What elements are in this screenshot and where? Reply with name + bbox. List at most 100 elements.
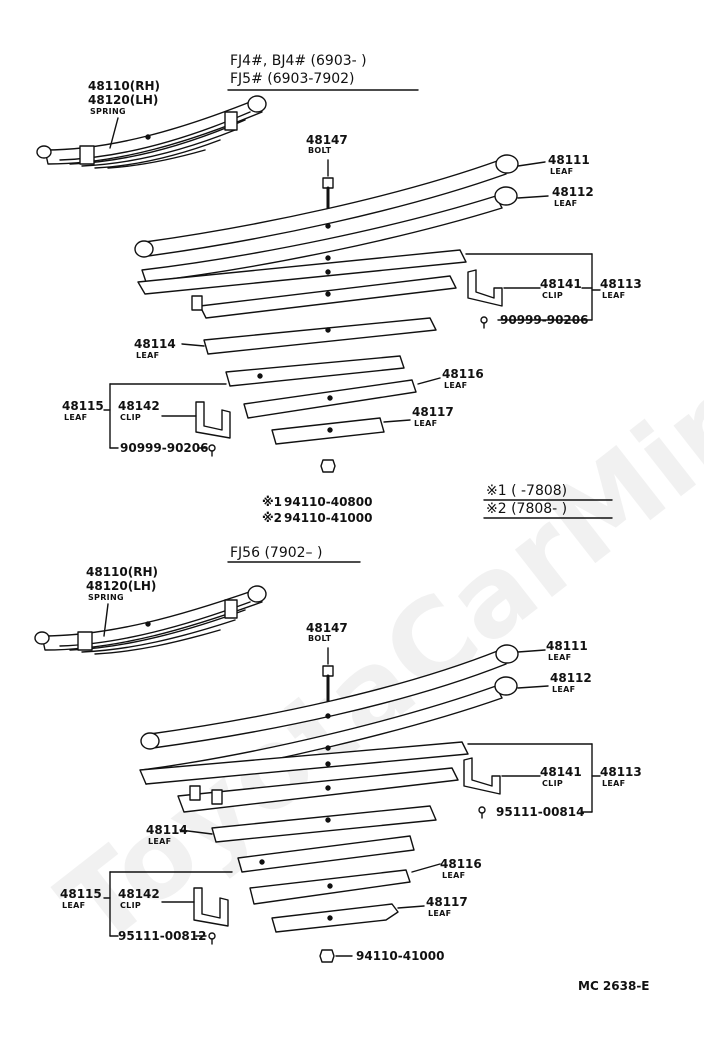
clip-48141-icon	[467, 269, 503, 307]
part-number-leaf-48112: 48112	[550, 671, 592, 685]
leader-line	[179, 829, 213, 835]
part-number-rivet: 90999-90206	[120, 441, 209, 455]
leader-line	[517, 195, 549, 199]
part-label-leaf: LEAF	[444, 381, 468, 390]
leader-line	[411, 863, 441, 873]
spring-assembly-icon	[36, 95, 267, 169]
leaf-48115-icon	[225, 355, 405, 387]
part-number-leaf-48111: 48111	[546, 639, 588, 653]
part-number-leaf-48116: 48116	[442, 367, 484, 381]
nut-variant-mark-1: ※1	[262, 495, 283, 509]
leaf-48114-icon	[203, 317, 437, 355]
part-label-leaf: LEAF	[414, 419, 438, 428]
part-number-clip-48141: 48141	[540, 765, 582, 779]
header-models-line1: FJ4#, BJ4# (6903- )	[230, 53, 367, 69]
header-models-lower: FJ56 (7902– )	[230, 545, 323, 561]
diagram-code: MC 2638-E	[578, 979, 650, 993]
clip-48141-icon	[463, 757, 501, 795]
leaf-48115-icon	[237, 835, 415, 873]
part-label-bolt: BOLT	[308, 146, 332, 155]
part-number-nut-2: 94110-41000	[284, 511, 373, 525]
part-number-nut-1: 94110-40800	[284, 495, 373, 509]
part-number-rivet: 95111-00814	[496, 805, 585, 819]
leaf-with-clip-icon	[191, 275, 457, 319]
leader-line	[517, 649, 546, 653]
part-number-leaf-48113: 48113	[600, 277, 642, 291]
part-label-leaf: LEAF	[442, 871, 466, 880]
part-label-leaf: LEAF	[602, 291, 626, 300]
part-number-rivet: 95111-00812	[118, 929, 207, 943]
part-label-clip: CLIP	[542, 779, 564, 788]
part-label-spring: SPRING	[88, 593, 124, 602]
rivet-icon	[208, 444, 216, 457]
part-number-bolt: 48147	[306, 621, 348, 635]
center-bolt-icon	[322, 647, 334, 704]
leaf-48117-icon	[271, 903, 399, 933]
part-number-leaf-48117: 48117	[426, 895, 468, 909]
note-variant-1: ※1 ( -7808)	[486, 483, 568, 499]
part-number-leaf-48115: 48115	[60, 887, 102, 901]
leader-line	[397, 905, 425, 909]
part-number-spring-rh: 48110(RH)	[86, 565, 158, 579]
part-number-rivet: 90999-90206	[500, 313, 589, 327]
nut-icon	[319, 949, 335, 963]
part-number-nut: 94110-41000	[356, 949, 445, 963]
center-bolt-icon	[322, 159, 334, 214]
leader-line	[383, 419, 411, 423]
leaf-48113-icon	[137, 249, 467, 295]
part-label-clip: CLIP	[120, 413, 142, 422]
leader-line	[517, 685, 549, 689]
part-label-leaf: LEAF	[550, 167, 574, 176]
leaf-48117-icon	[271, 417, 385, 445]
part-label-leaf: LEAF	[552, 685, 576, 694]
part-number-leaf-48114: 48114	[134, 337, 176, 351]
leaf-48113-icon	[139, 741, 469, 785]
part-number-clip-48141: 48141	[540, 277, 582, 291]
part-label-leaf: LEAF	[136, 351, 160, 360]
part-label-clip: CLIP	[120, 901, 142, 910]
part-label-leaf: LEAF	[548, 653, 572, 662]
leaf-48111-icon	[134, 154, 519, 258]
nut-icon	[320, 459, 336, 473]
part-number-leaf-48114: 48114	[146, 823, 188, 837]
part-label-leaf: LEAF	[554, 199, 578, 208]
leader-line	[103, 603, 109, 637]
clip-48142-icon	[195, 401, 231, 439]
leader-line	[517, 161, 546, 167]
rivet-icon	[208, 932, 216, 945]
rivet-icon	[480, 316, 488, 329]
leader-line	[181, 343, 205, 347]
part-number-clip-48142: 48142	[118, 399, 160, 413]
spring-assembly-icon	[34, 585, 267, 655]
part-number-clip-48142: 48142	[118, 887, 160, 901]
part-number-leaf-48112: 48112	[552, 185, 594, 199]
header-models-line2: FJ5# (6903-7902)	[230, 71, 355, 87]
nut-variant-mark-2: ※2	[262, 511, 283, 525]
leader-line	[417, 377, 441, 385]
leaf-48114-icon	[211, 805, 437, 843]
part-label-spring: SPRING	[90, 107, 126, 116]
part-number-leaf-48116: 48116	[440, 857, 482, 871]
part-label-leaf: LEAF	[64, 413, 88, 422]
part-number-bolt: 48147	[306, 133, 348, 147]
leaf-with-clip-icon	[177, 767, 459, 813]
part-label-leaf: LEAF	[148, 837, 172, 846]
part-label-leaf: LEAF	[428, 909, 452, 918]
part-label-leaf: LEAF	[62, 901, 86, 910]
part-label-clip: CLIP	[542, 291, 564, 300]
part-number-spring-lh: 48120(LH)	[88, 93, 159, 107]
leader-line	[109, 117, 119, 149]
leaf-48116-icon	[249, 869, 411, 905]
rivet-icon	[478, 806, 486, 819]
part-number-spring-rh: 48110(RH)	[88, 79, 160, 93]
leaf-48112-icon	[141, 186, 518, 283]
part-number-leaf-48115: 48115	[62, 399, 104, 413]
part-label-bolt: BOLT	[308, 634, 332, 643]
leaf-48111-icon	[140, 644, 519, 750]
clip-48142-icon	[193, 887, 229, 927]
part-label-leaf: LEAF	[602, 779, 626, 788]
part-number-leaf-48113: 48113	[600, 765, 642, 779]
part-number-leaf-48111: 48111	[548, 153, 590, 167]
part-number-spring-lh: 48120(LH)	[86, 579, 157, 593]
